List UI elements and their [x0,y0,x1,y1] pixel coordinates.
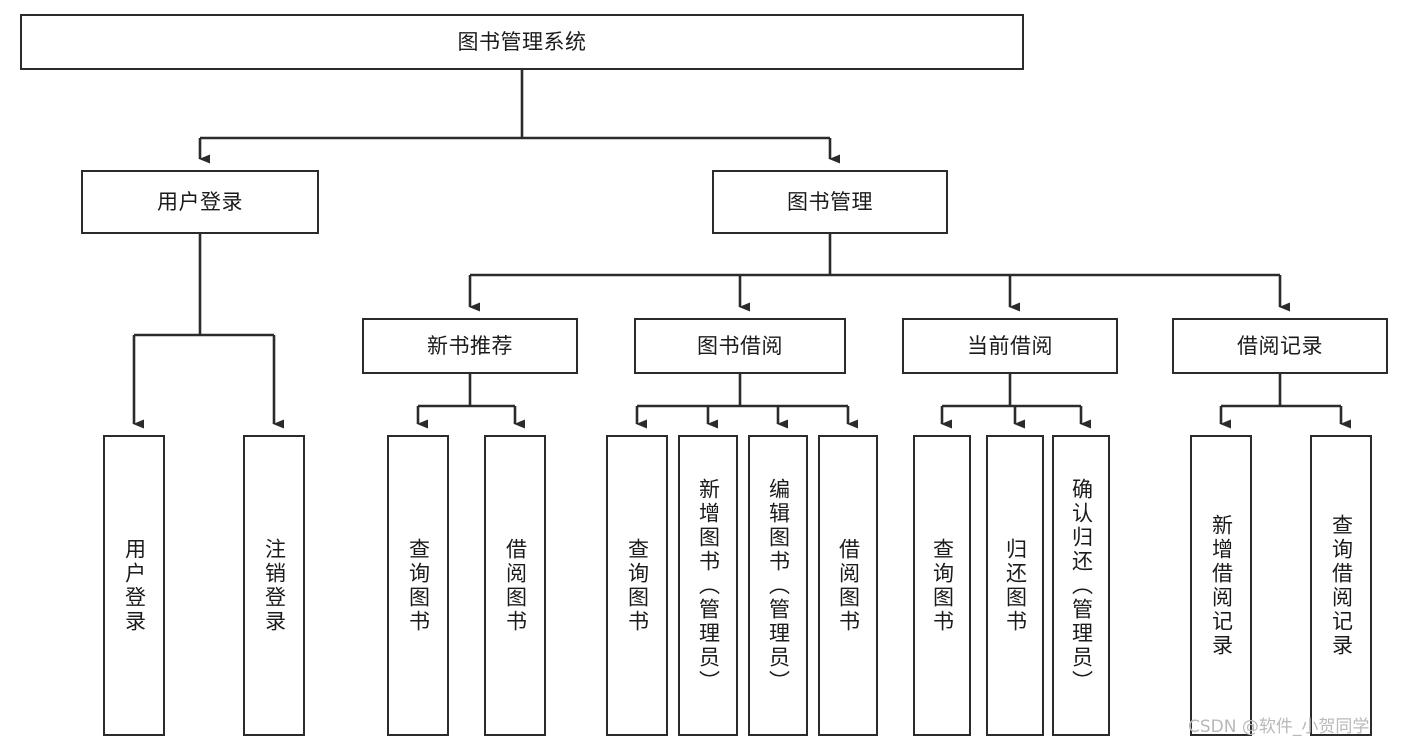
node-label: 图书管理系统 [457,29,587,54]
node-leaf-query-book-current[interactable]: 查询图书 [913,435,971,736]
node-label: 查询图书 [930,537,955,634]
node-leaf-return-book[interactable]: 归还图书 [986,435,1044,736]
node-label: 借阅记录 [1237,333,1323,358]
node-label: 新增借阅记录 [1209,513,1234,658]
node-leaf-query-borrow-record[interactable]: 查询借阅记录 [1310,435,1372,736]
node-leaf-edit-book-admin[interactable]: 编辑图书（管理员） [748,435,808,736]
node-level2-user-login[interactable]: 用户登录 [81,170,319,234]
node-label: 新增图书（管理员） [696,477,721,694]
node-level3-new-book-recommend[interactable]: 新书推荐 [362,318,578,374]
node-leaf-add-book-admin[interactable]: 新增图书（管理员） [678,435,738,736]
node-leaf-borrow-book[interactable]: 借阅图书 [818,435,878,736]
node-leaf-user-login[interactable]: 用户登录 [103,435,165,736]
node-label: 借阅图书 [503,537,528,634]
node-label: 注销登录 [262,537,287,634]
node-label: 用户登录 [157,189,243,214]
node-label: 借阅图书 [836,537,861,634]
node-label: 查询图书 [625,537,650,634]
node-leaf-borrow-book-recommend[interactable]: 借阅图书 [484,435,546,736]
node-label: 当前借阅 [967,333,1053,358]
node-leaf-query-book-borrow[interactable]: 查询图书 [606,435,668,736]
node-label: 归还图书 [1003,537,1028,634]
node-root[interactable]: 图书管理系统 [20,14,1024,70]
node-level3-borrow-records[interactable]: 借阅记录 [1172,318,1388,374]
node-label: 新书推荐 [427,333,513,358]
node-leaf-logout[interactable]: 注销登录 [243,435,305,736]
node-label: 查询借阅记录 [1329,513,1354,658]
node-label: 查询图书 [406,537,431,634]
node-level3-book-borrow[interactable]: 图书借阅 [634,318,846,374]
node-label: 图书管理 [787,189,873,214]
node-label: 编辑图书（管理员） [766,477,791,694]
node-label: 确认归还（管理员） [1069,477,1094,694]
node-label: 图书借阅 [697,333,783,358]
csdn-watermark: CSDN @软件_小贺同学 [1188,717,1370,737]
node-leaf-confirm-return-admin[interactable]: 确认归还（管理员） [1052,435,1110,736]
node-leaf-add-borrow-record[interactable]: 新增借阅记录 [1190,435,1252,736]
node-label: 用户登录 [122,537,147,634]
node-level3-current-borrow[interactable]: 当前借阅 [902,318,1118,374]
node-leaf-query-book-recommend[interactable]: 查询图书 [387,435,449,736]
node-level2-book-management[interactable]: 图书管理 [712,170,948,234]
